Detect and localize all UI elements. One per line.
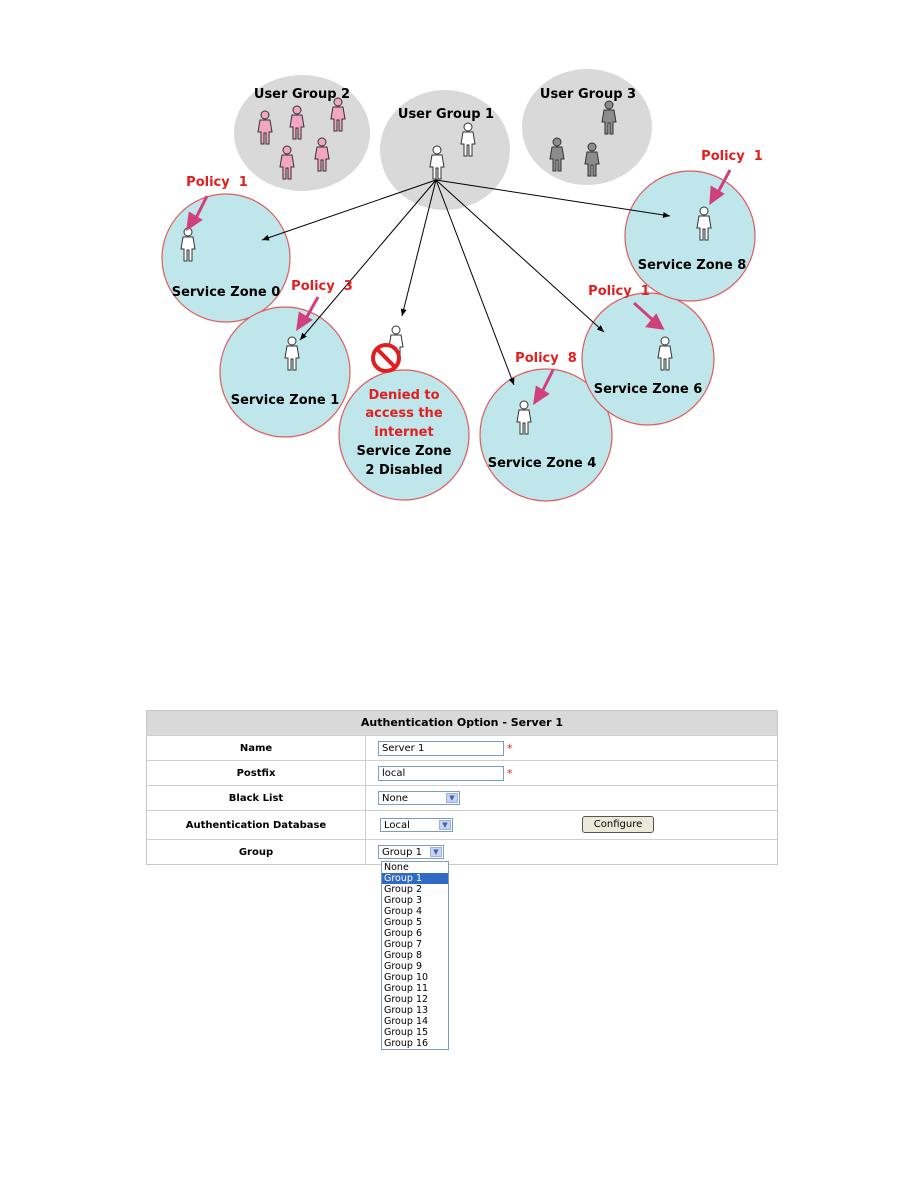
group-option[interactable]: Group 11 — [384, 983, 429, 994]
authentication-option-panel: Authentication Option - Server 1 Name Se… — [146, 710, 778, 865]
group-option[interactable]: Group 2 — [384, 884, 422, 895]
group-select[interactable]: Group 1 ▼ — [378, 845, 444, 859]
group-option[interactable]: Group 7 — [384, 939, 422, 950]
service-zone-0-circle — [161, 193, 291, 323]
black-list-row: Black List None ▼ — [147, 785, 777, 810]
service-zone-0-label: Service Zone 0 — [172, 285, 281, 300]
service-zone-8-circle — [624, 170, 756, 302]
black-list-select[interactable]: None ▼ — [378, 791, 460, 805]
group-row: Group Group 1 ▼ — [147, 839, 777, 864]
authentication-database-value: Local — [384, 819, 410, 831]
postfix-row: Postfix local * — [147, 760, 777, 785]
group-option[interactable]: None — [384, 862, 409, 873]
denied-line-1: Denied to — [368, 388, 439, 403]
user-group-1-label: User Group 1 — [398, 107, 494, 122]
authentication-database-select[interactable]: Local ▼ — [380, 818, 453, 832]
configure-button[interactable]: Configure — [582, 816, 654, 833]
service-zone-1-circle — [219, 306, 351, 438]
policy-label-zone-8: Policy 1 — [701, 149, 763, 164]
black-list-value: None — [382, 792, 409, 804]
group-option[interactable]: Group 13 — [384, 1005, 429, 1016]
service-zone-6-circle — [581, 292, 715, 426]
group-option[interactable]: Group 16 — [384, 1038, 429, 1049]
chevron-down-icon[interactable]: ▼ — [439, 820, 451, 830]
group-option[interactable]: Group 10 — [384, 972, 429, 983]
group-option[interactable]: Group 4 — [384, 906, 422, 917]
authentication-database-row: Authentication Database Local ▼ Configur… — [147, 810, 777, 839]
policy-label-zone-4: Policy 8 — [515, 351, 577, 366]
access-arrows — [261, 179, 671, 386]
service-zone-4-circle — [479, 368, 613, 502]
service-zone-1-label: Service Zone 1 — [231, 393, 340, 408]
postfix-label: Postfix — [147, 761, 366, 785]
group-option[interactable]: Group 5 — [384, 917, 422, 928]
user-group-1-bubble — [380, 90, 510, 210]
service-zone-2-label-line-2: 2 Disabled — [365, 463, 442, 478]
authentication-database-label: Authentication Database — [147, 811, 366, 839]
required-mark: * — [507, 766, 513, 780]
service-zone-6-label: Service Zone 6 — [594, 382, 703, 397]
group-option[interactable]: Group 1 — [382, 873, 448, 884]
service-zone-4-label: Service Zone 4 — [488, 456, 597, 471]
service-zone-2-label-line-1: Service Zone — [357, 444, 452, 459]
group-option[interactable]: Group 15 — [384, 1027, 429, 1038]
policy-label-zone-0: Policy 1 — [186, 175, 248, 190]
policy-label-zone-1: Policy 3 — [291, 279, 353, 294]
policy-arrows — [186, 169, 732, 406]
group-option[interactable]: Group 8 — [384, 950, 422, 961]
name-label: Name — [147, 736, 366, 760]
postfix-field[interactable]: local — [378, 765, 504, 781]
denied-line-3: internet — [374, 425, 433, 440]
group-option[interactable]: Group 14 — [384, 1016, 429, 1027]
group-option[interactable]: Group 9 — [384, 961, 422, 972]
service-zone-diagram: User Group 2 User Group 1 User Group 3 — [161, 69, 763, 502]
denied-line-2: access the — [365, 406, 442, 421]
user-group-2-label: User Group 2 — [254, 87, 350, 102]
group-value: Group 1 — [382, 846, 422, 858]
chevron-down-icon[interactable]: ▼ — [430, 847, 442, 857]
service-zone-8-label: Service Zone 8 — [638, 258, 747, 273]
panel-title: Authentication Option - Server 1 — [147, 711, 777, 735]
group-option[interactable]: Group 6 — [384, 928, 422, 939]
service-zone-2-circle — [338, 369, 470, 501]
user-group-3-label: User Group 3 — [540, 87, 636, 102]
black-list-label: Black List — [147, 786, 366, 810]
group-label: Group — [147, 840, 366, 864]
name-field[interactable]: Server 1 — [378, 740, 504, 756]
policy-label-zone-6: Policy 1 — [588, 284, 650, 299]
group-option[interactable]: Group 3 — [384, 895, 422, 906]
chevron-down-icon[interactable]: ▼ — [446, 793, 458, 803]
group-option[interactable]: Group 12 — [384, 994, 429, 1005]
no-access-icon — [371, 343, 401, 373]
required-mark: * — [507, 741, 513, 755]
name-row: Name Server 1 * — [147, 735, 777, 760]
